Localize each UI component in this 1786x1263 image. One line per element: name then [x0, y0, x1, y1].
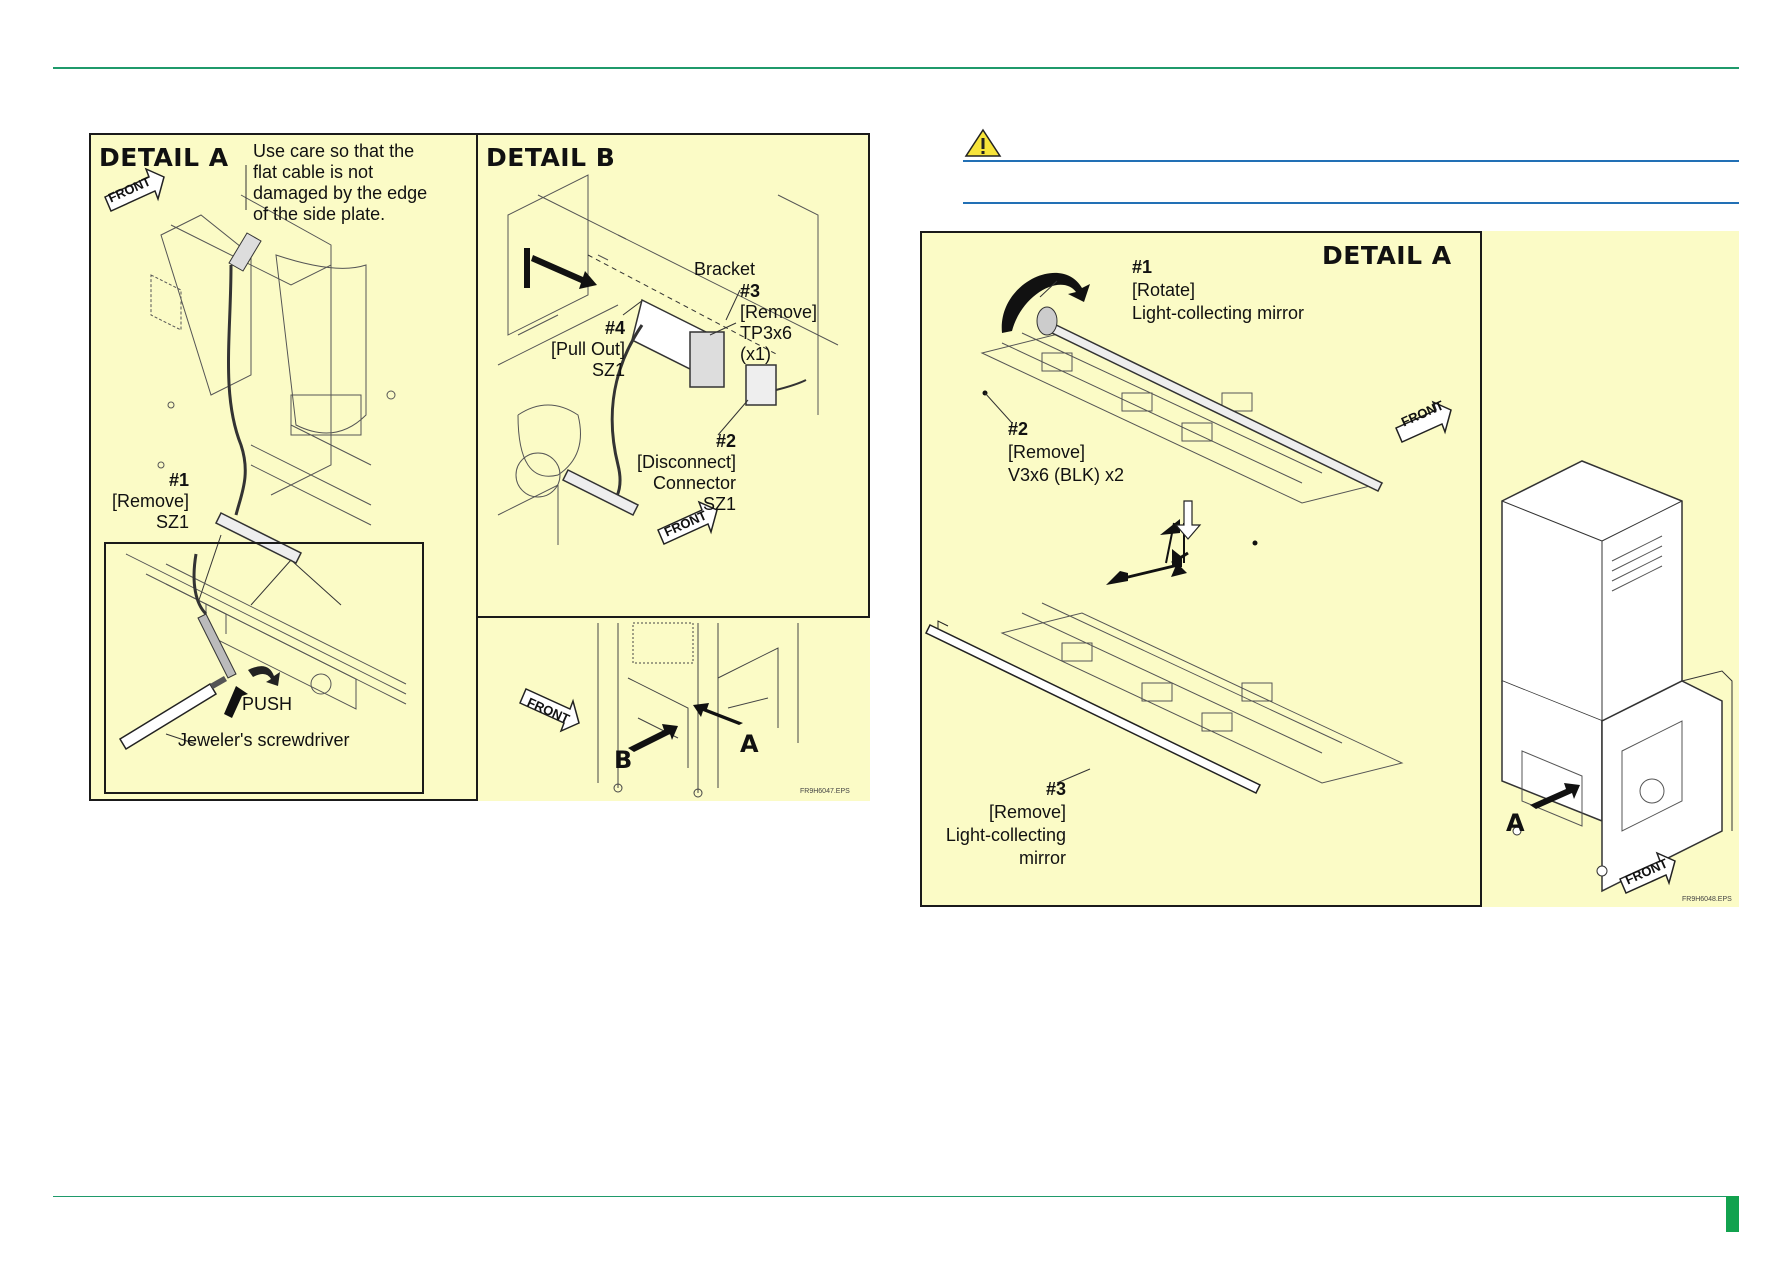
- push-label: PUSH: [242, 694, 293, 714]
- header-rule: [53, 67, 1739, 69]
- detail-a-mirror-drawing: [924, 272, 1452, 794]
- machine-overview-left: FRONT B A FR9H6047.EPS: [478, 618, 870, 801]
- step4-action: [Pull Out]: [550, 339, 625, 359]
- step3-number: #3: [1045, 779, 1066, 799]
- machine-overview-right: A FRONT FR9H6048.EPS: [1482, 231, 1739, 907]
- figure-right: DETAIL A #1 [Rotate] Light-collecting mi…: [920, 231, 1739, 907]
- step1-part: SZ1: [155, 512, 189, 532]
- care-note-line2: flat cable is not: [253, 162, 374, 182]
- step3-part: TP3x6: [740, 323, 793, 343]
- step2-number: #2: [715, 431, 736, 451]
- step3-action: [Remove]: [740, 302, 818, 322]
- label-a: A: [1506, 809, 1525, 837]
- label-a: A: [740, 730, 759, 758]
- figure-left: DETAIL A FRONT Use care so that the flat…: [89, 133, 870, 801]
- step1-action: [Rotate]: [1132, 280, 1196, 300]
- step1-action: [Remove]: [111, 491, 189, 511]
- step1-part: Light-collecting mirror: [1132, 303, 1305, 323]
- page-tab-marker: [1726, 1196, 1739, 1232]
- step2-part: Connector: [652, 473, 736, 493]
- step3-part: Light-collecting: [945, 825, 1066, 845]
- detail-a-title: DETAIL A: [99, 143, 229, 172]
- step2-number: #2: [1008, 419, 1029, 439]
- care-note-line4: of the side plate.: [253, 204, 386, 224]
- step4-number: #4: [604, 318, 625, 338]
- step1-number: #1: [1132, 257, 1153, 277]
- screwdriver-inset: PUSH Jeweler's screwdriver: [104, 542, 424, 794]
- detail-a-drawing: [150, 165, 396, 606]
- detail-b-panel: DETAIL B Bracket #3 [Remove] TP3x6 (x1) …: [476, 133, 870, 618]
- footer-rule: [53, 1196, 1739, 1197]
- detail-a-panel: DETAIL A #1 [Rotate] Light-collecting mi…: [920, 231, 1482, 907]
- step3-number: #3: [740, 281, 761, 301]
- step1-number: #1: [168, 470, 189, 490]
- detail-b-title: DETAIL B: [486, 143, 616, 172]
- bracket-label: Bracket: [694, 259, 756, 279]
- warning-triangle-icon: [964, 128, 1002, 157]
- detail-a-title: DETAIL A: [1322, 241, 1452, 270]
- detail-a-panel: DETAIL A FRONT Use care so that the flat…: [89, 133, 478, 801]
- step2-part2: SZ1: [702, 494, 736, 514]
- eps-filename: FR9H6048.EPS: [1682, 896, 1732, 903]
- tool-label: Jeweler's screwdriver: [178, 730, 350, 750]
- machine-drawing: [519, 622, 799, 798]
- step2-action: [Disconnect]: [636, 452, 736, 472]
- care-note-line1: Use care so that the: [253, 141, 415, 161]
- step2-part: V3x6 (BLK) x2: [1008, 465, 1125, 485]
- eps-filename: FR9H6047.EPS: [800, 788, 850, 795]
- care-note-line3: damaged by the edge: [253, 183, 428, 203]
- caution-rule-top: [963, 160, 1739, 162]
- step3-qty: (x1): [740, 344, 771, 364]
- front-arrow-icon: [104, 167, 165, 212]
- step3-part2: mirror: [1019, 848, 1066, 868]
- screwdriver-drawing: [118, 553, 407, 751]
- label-b: B: [614, 746, 633, 774]
- detail-b-drawing: [497, 174, 839, 545]
- caution-rule-bottom: [963, 202, 1739, 204]
- machine-drawing: [1501, 460, 1733, 894]
- step3-action: [Remove]: [988, 802, 1066, 822]
- step4-part: SZ1: [591, 360, 625, 380]
- step2-action: [Remove]: [1008, 442, 1086, 462]
